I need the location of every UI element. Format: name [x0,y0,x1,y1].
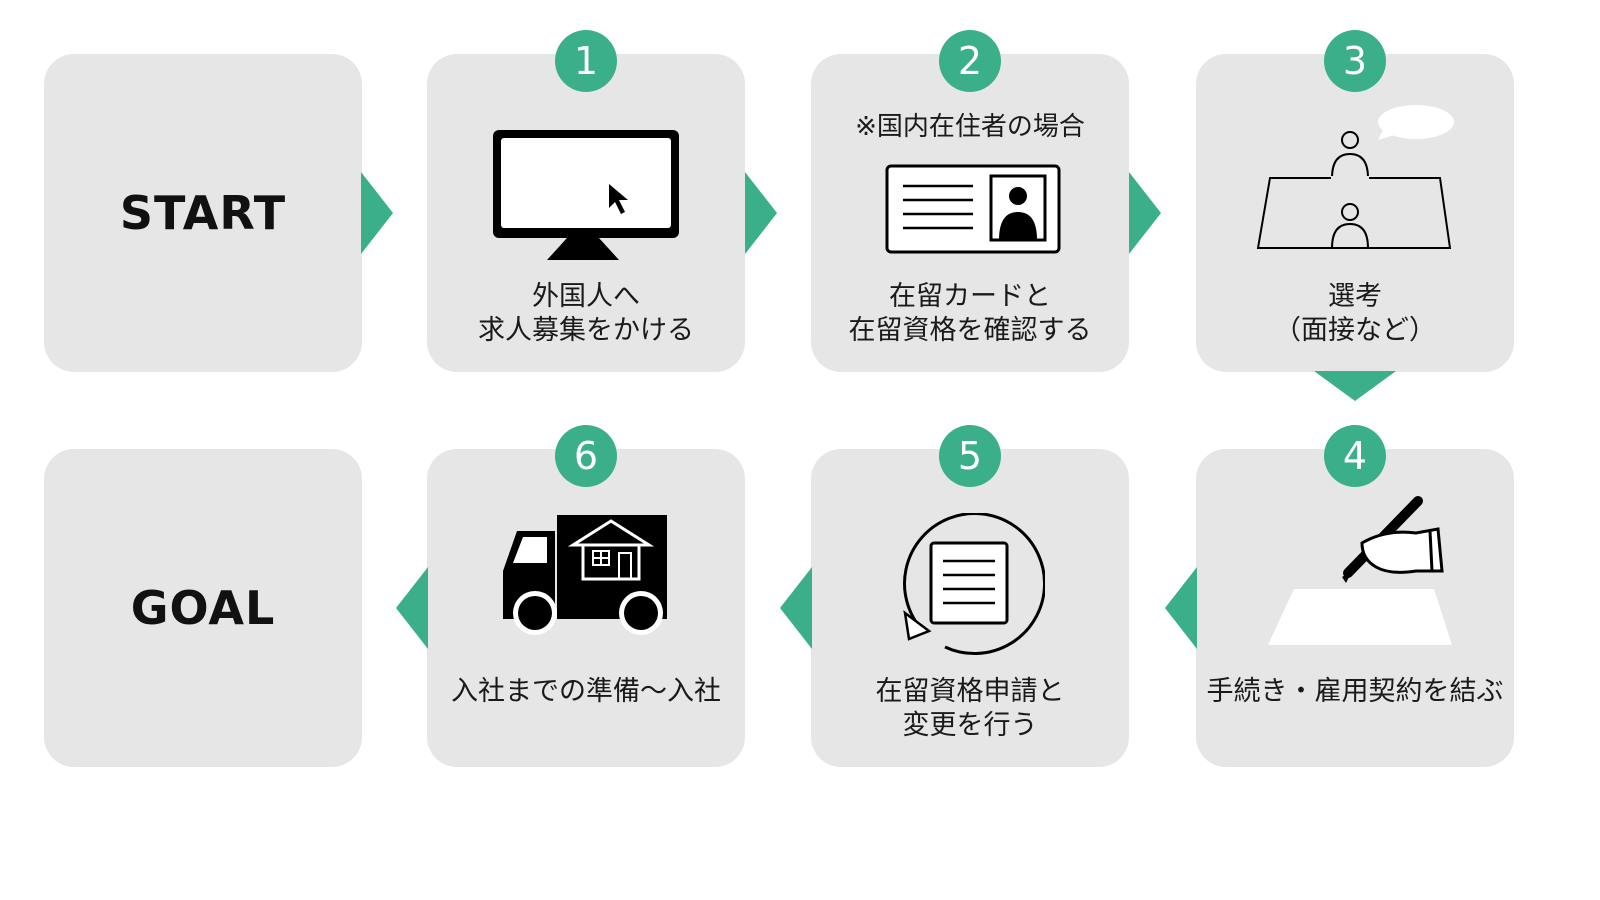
id-card-icon [885,164,1061,254]
interview-icon [1256,105,1454,249]
arrow-right-start-to-1 [361,172,393,254]
step-1-card: 1 外国人へ 求人募集をかける [427,30,745,372]
step-6-label-line1: 入社までの準備〜入社 [451,676,721,707]
arrow-right-2-to-3 [1129,172,1161,254]
computer-monitor-icon [493,130,679,260]
step-2-card: 2 ※国内在住者の場合 在留カードと 在留資格を確認する [811,30,1129,372]
arrow-left-5-to-6 [780,567,812,649]
step-3-label-line2: （面接など） [1274,315,1436,346]
step-6-badge: 6 [555,425,617,487]
step-3-badge: 3 [1324,30,1386,92]
step-2-label-line2: 在留資格を確認する [848,315,1092,346]
step-4-label-line1: 手続き・雇用契約を結ぶ [1206,676,1504,707]
step-1-badge: 1 [555,30,617,92]
step-5-label-line1: 在留資格申請と [875,676,1065,707]
moving-truck-icon [503,515,667,635]
start-label: START [119,186,287,240]
goal-label: GOAL [130,581,276,635]
start-card: START [44,54,362,372]
step-1-label-line1: 外国人へ [532,281,640,312]
document-renewal-icon [903,513,1045,655]
step-2-note: ※国内在住者の場合 [855,112,1085,142]
step-4-card: 4 手続き・雇用契約を結ぶ [1196,425,1514,767]
arrow-right-1-to-2 [745,172,777,254]
step-3-card: 3 選考 （面接など） [1196,30,1514,372]
arrow-left-4-to-5 [1165,567,1197,649]
goal-card: GOAL [44,449,362,767]
step-5-label-line2: 変更を行う [902,710,1038,741]
step-4-badge: 4 [1324,425,1386,487]
step-6-card: 6 入社までの準備〜入社 [427,425,745,767]
arrow-left-6-to-goal [396,567,428,649]
step-5-badge: 5 [939,425,1001,487]
step-5-card: 5 在留資格申請と 変更を行う [811,425,1129,767]
step-2-badge: 2 [939,30,1001,92]
step-3-label-line1: 選考 [1328,281,1382,312]
step-1-label-line2: 求人募集をかける [478,315,694,346]
arrow-down-3-to-4 [1314,371,1396,401]
signing-contract-icon [1268,496,1452,645]
step-2-label-line1: 在留カードと [889,281,1051,312]
